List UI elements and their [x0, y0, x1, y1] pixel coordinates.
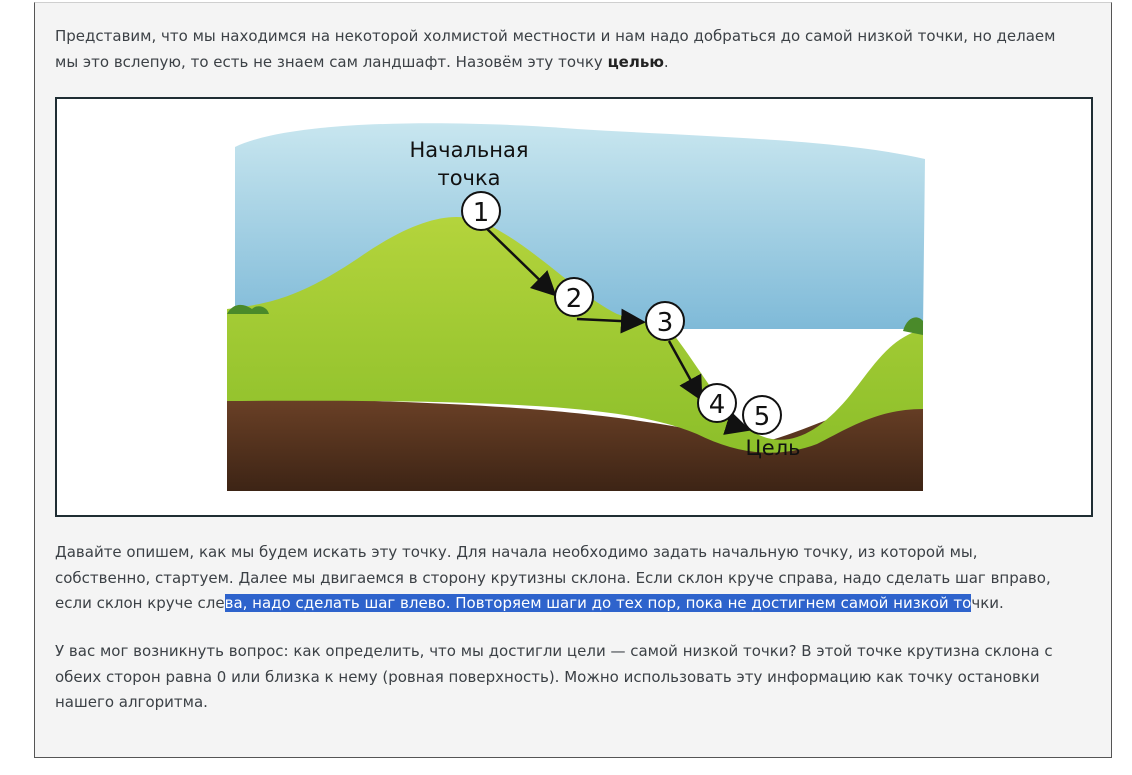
intro-period: . — [663, 52, 669, 71]
start-label-line1: Начальная — [410, 138, 529, 162]
article-panel: Представим, что мы находимся на некоторо… — [34, 2, 1112, 758]
step-1-number: 1 — [473, 198, 490, 228]
arrow-3-4 — [667, 340, 703, 402]
algorithm-text: Давайте опишем, как мы будем искать эту … — [55, 543, 1051, 612]
gradient-descent-illustration: 1 2 3 4 5 Начальная точка Цель — [55, 97, 1093, 517]
arrow-1-2 — [480, 222, 557, 297]
algorithm-text-end: чки. — [971, 594, 1004, 612]
start-label-line2: точка — [437, 166, 500, 190]
landscape-drawing: 1 2 3 4 5 Начальная точка Цель — [227, 123, 925, 491]
step-5-number: 5 — [754, 402, 771, 432]
step-2-number: 2 — [566, 284, 583, 314]
step-1-marker: 1 — [461, 191, 501, 231]
right-bush — [903, 317, 923, 335]
step-2-marker: 2 — [554, 277, 594, 317]
goal-term: целью — [607, 52, 664, 71]
step-3-marker: 3 — [645, 301, 685, 341]
grass-hills — [227, 217, 923, 453]
goal-label: Цель — [745, 436, 800, 460]
stopping-paragraph: У вас мог возникнуть вопрос: как определ… — [55, 642, 1053, 711]
soil-layer — [227, 399, 923, 491]
algorithm-paragraph: Давайте опишем, как мы будем искать эту … — [55, 540, 1075, 617]
intro-text: Представим, что мы находимся на некоторо… — [55, 27, 1056, 71]
selected-text[interactable]: ва, надо сделать шаг влево. Повторяем ша… — [224, 594, 972, 612]
step-3-number: 3 — [657, 308, 674, 338]
step-4-number: 4 — [709, 390, 726, 420]
intro-paragraph: Представим, что мы находимся на некоторо… — [55, 24, 1075, 75]
left-bush — [227, 304, 269, 314]
arrow-2-3 — [576, 308, 646, 334]
step-5-marker: 5 — [742, 395, 782, 435]
arrow-4-5 — [723, 411, 751, 435]
step-4-marker: 4 — [697, 383, 737, 423]
